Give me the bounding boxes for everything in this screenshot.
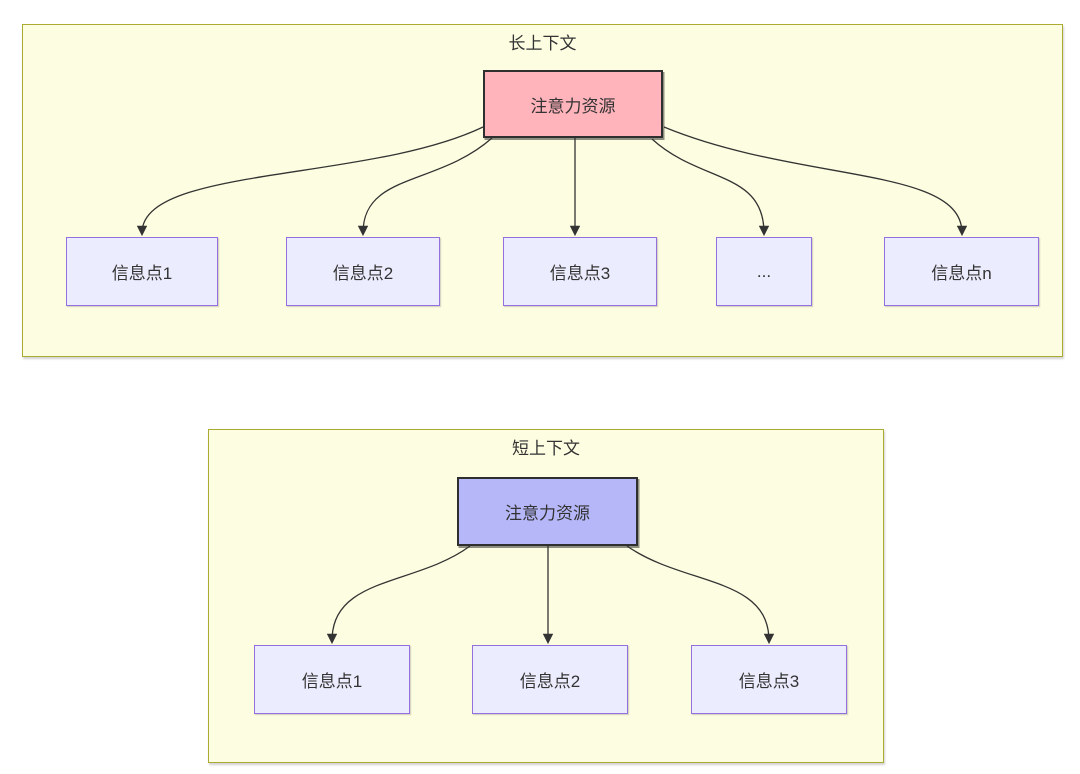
attention-root-short: 注意力资源	[457, 477, 638, 546]
short-context-title: 短上下文	[512, 439, 580, 458]
info-node-short-2: 信息点2	[472, 645, 628, 714]
info-node-long-n: 信息点n	[884, 237, 1039, 306]
info-node-long-3: 信息点3	[503, 237, 657, 306]
info-node-long-2: 信息点2	[286, 237, 440, 306]
info-node-long-1: 信息点1	[66, 237, 218, 306]
long-context-title: 长上下文	[508, 34, 577, 53]
ellipsis-node: ...	[716, 237, 812, 306]
info-node-short-1: 信息点1	[254, 645, 410, 714]
attention-root-long: 注意力资源	[483, 70, 663, 138]
info-node-short-3: 信息点3	[691, 645, 847, 714]
